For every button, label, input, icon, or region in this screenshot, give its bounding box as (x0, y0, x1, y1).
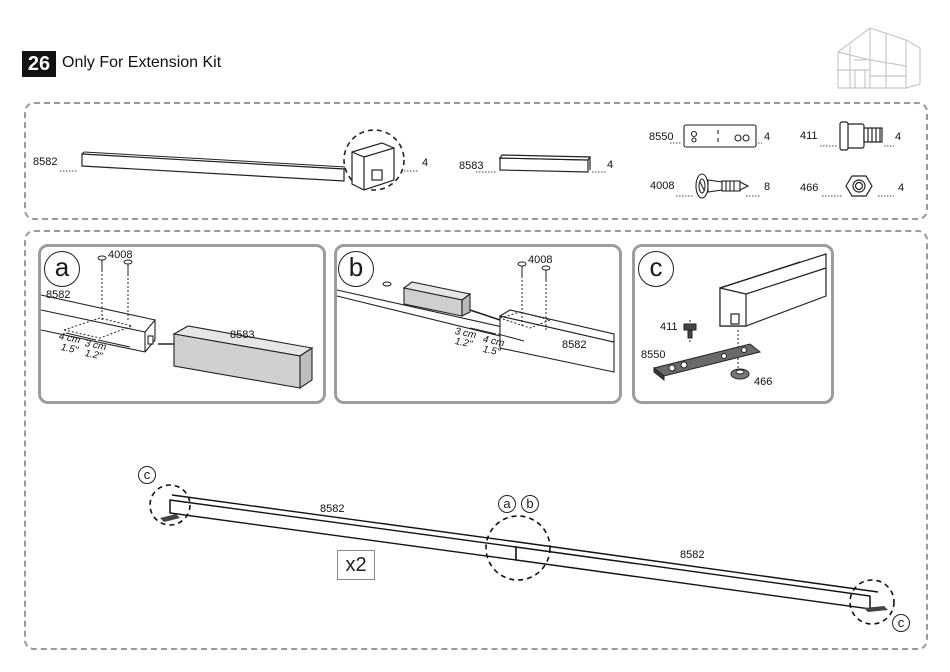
part-code-4008: 4008 (650, 180, 674, 192)
panel-a-letter: a (44, 251, 80, 287)
panel-b (334, 244, 622, 404)
panel-a-connector-label: 8583 (230, 329, 254, 341)
callout-c-left: c (138, 466, 156, 484)
panel-c-bolt-label: 411 (660, 321, 678, 333)
panel-b-letter: b (338, 251, 374, 287)
part-qty-466: 4 (898, 182, 904, 194)
panel-a-screw-label: 4008 (108, 249, 132, 261)
multiplier-box: x2 (337, 550, 375, 580)
step-title: Only For Extension Kit (62, 54, 221, 72)
panel-a-bar-label: 8582 (46, 289, 70, 301)
panel-b-screw-label: 4008 (528, 254, 552, 266)
assembly-left-bar-label: 8582 (320, 503, 344, 515)
assembly-right-bar-label: 8582 (680, 549, 704, 561)
callout-a: a (498, 495, 516, 513)
panel-c-letter: c (638, 251, 674, 287)
panel-c-plate-label: 8550 (641, 349, 665, 361)
part-qty-8582: 4 (422, 157, 428, 169)
panel-b-bar-label: 8582 (562, 339, 586, 351)
step-number-badge: 26 (22, 51, 56, 77)
part-qty-8583: 4 (607, 159, 613, 171)
panel-c-nut-label: 466 (754, 376, 772, 388)
part-code-8582: 8582 (33, 156, 57, 168)
part-code-466: 466 (800, 182, 818, 194)
part-code-8550: 8550 (649, 131, 673, 143)
part-code-8583: 8583 (459, 160, 483, 172)
part-qty-411: 4 (895, 131, 901, 143)
part-qty-4008: 8 (764, 181, 770, 193)
callout-c-right: c (892, 614, 910, 632)
part-code-411: 411 (800, 130, 818, 142)
callout-b: b (521, 495, 539, 513)
panel-a (38, 244, 326, 404)
part-qty-8550: 4 (764, 131, 770, 143)
